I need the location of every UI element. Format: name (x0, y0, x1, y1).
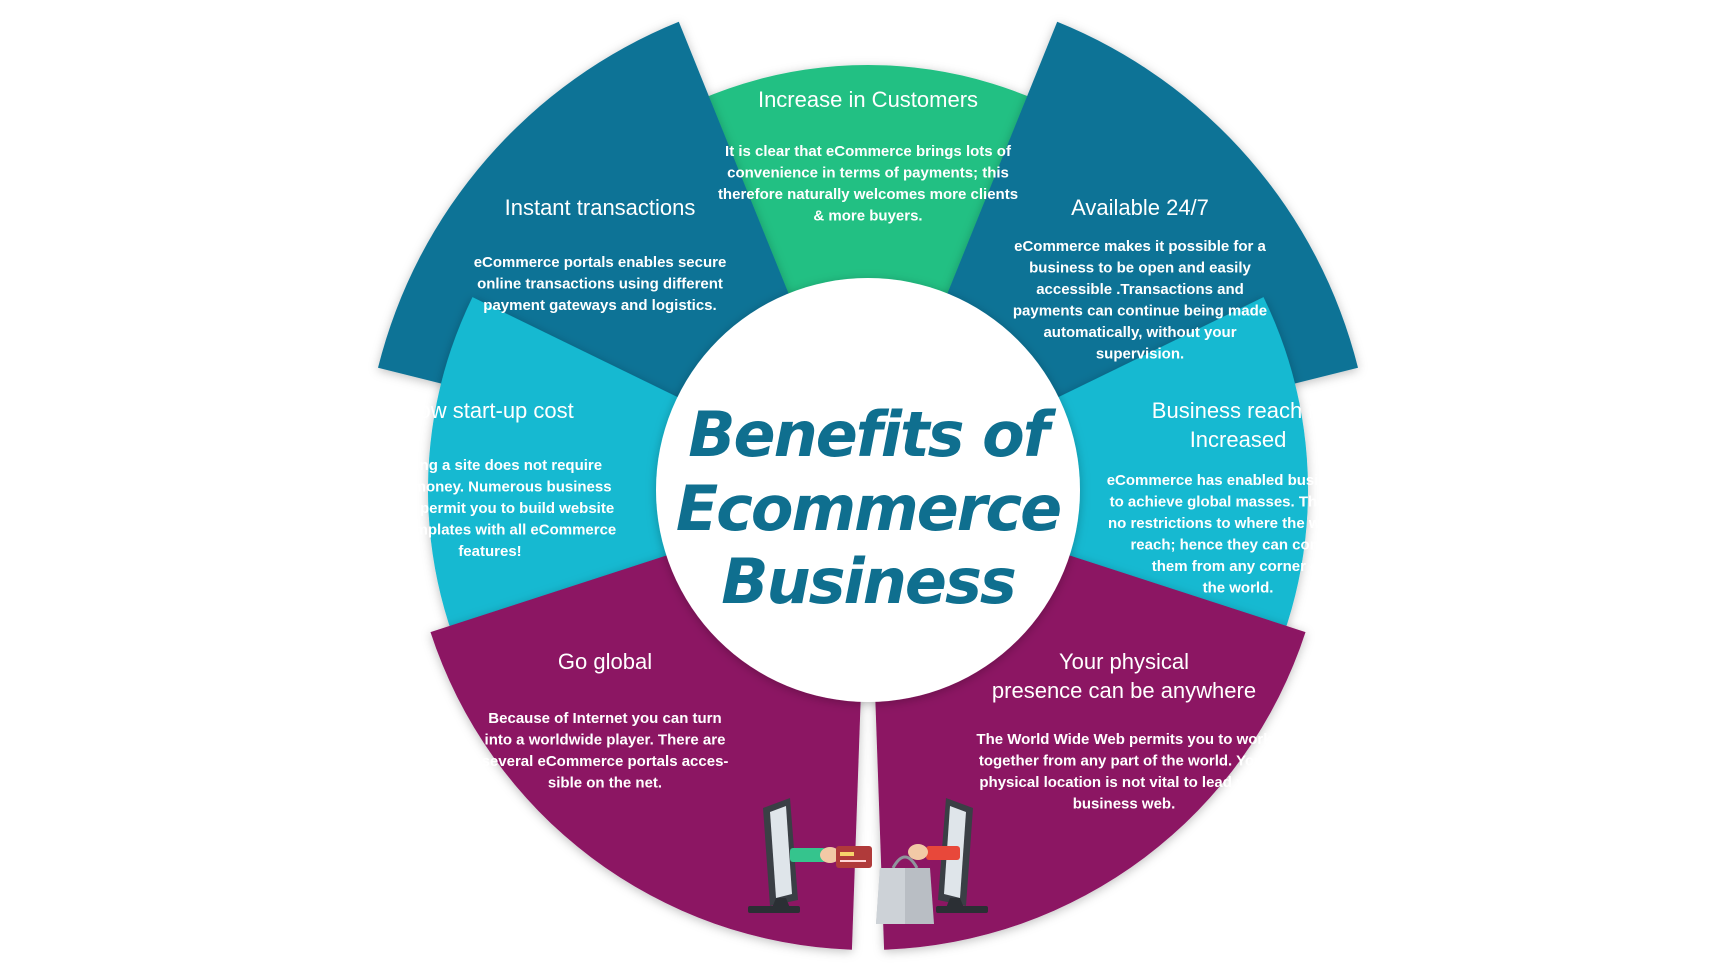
section-title: Business reach is (1152, 398, 1324, 423)
section-body-line: & more buyers. (813, 208, 922, 225)
section-instant-transactions: Instant transactions eCommerce portals en… (474, 195, 727, 314)
benefit-texts: Increase in Customers It is clear that eC… (364, 87, 1370, 813)
section-title: Go global (558, 649, 652, 674)
section-body-line: to achieve global masses. There are (1110, 494, 1367, 511)
section-body-line: into a worldwide player. There are (485, 732, 726, 749)
section-title: presence can be anywhere (992, 678, 1256, 703)
section-title: Increase in Customers (758, 87, 978, 112)
section-body-line: together from any part of the world. You… (979, 753, 1269, 770)
section-body-line: business to be open and easily (1029, 260, 1251, 277)
credit-card-icon (790, 846, 872, 868)
section-body-line: eCommerce portals enables secure (474, 254, 727, 271)
section-body-line: supervision. (1096, 346, 1184, 363)
center-title: Benefits of Ecommerce Business (676, 398, 1062, 618)
section-body-line: payments can continue being made (1013, 303, 1267, 320)
section-body-line: reach; hence they can contact (1130, 537, 1345, 554)
section-body-line: no restrictions to where the web can (1108, 515, 1368, 532)
section-body-line: features! (458, 543, 521, 560)
section-title: Instant transactions (505, 195, 696, 220)
section-increase-in-customers: Increase in Customers It is clear that eC… (718, 87, 1018, 225)
section-body-line: It is clear that eCommerce brings lots o… (725, 143, 1012, 160)
ecommerce-illustration (748, 798, 988, 924)
section-body-line: sible on the net. (548, 775, 662, 792)
section-body-line: accessible .Transactions and (1036, 281, 1244, 298)
section-title: Available 24/7 (1071, 195, 1209, 220)
center-circle (656, 278, 1080, 702)
section-business-reach: Business reach is Increased eCommerce has … (1107, 398, 1370, 597)
section-body-line: The World Wide Web permits you to work (976, 731, 1272, 748)
section-body-line: Because of Internet you can turn (488, 710, 721, 727)
section-body-line: payment gateways and logistics. (483, 297, 716, 314)
section-title: Low start-up cost (406, 398, 574, 423)
section-body-line: therefore naturally welcomes more client… (718, 186, 1018, 203)
section-body-line: the world. (1203, 580, 1274, 597)
section-body-line: physical location is not vital to lead y… (979, 774, 1268, 791)
computer-monitor-icon (748, 798, 800, 913)
section-body-line: them from any corner of (1152, 558, 1326, 575)
section-body-line: several eCommerce portals acces- (482, 753, 729, 770)
center-title-line-3: Business (721, 545, 1015, 618)
section-physical-presence: Your physical presence can be anywhereThe… (976, 649, 1272, 813)
section-available-24-7: Available 24/7 eCommerce makes it possibl… (1013, 195, 1267, 363)
center-title-line-2: Ecommerce (676, 472, 1060, 545)
shopping-bag-icon (876, 844, 960, 924)
section-title: Your physical (1059, 649, 1189, 674)
petal-increase-in-customers (630, 65, 1106, 490)
section-body-line: business web. (1073, 796, 1176, 813)
center-title-line-1: Benefits of (688, 398, 1056, 471)
section-title: Increased (1190, 427, 1287, 452)
section-body-line: much money. Numerous business (368, 479, 611, 496)
section-body-line: online transactions using different (477, 276, 723, 293)
section-body-line: convenience in terms of payments; this (727, 165, 1009, 182)
section-body-line: portals permit you to build website (366, 500, 614, 517)
section-body-line: eCommerce makes it possible for a (1014, 238, 1266, 255)
section-body-line: eCommerce has enabled businesses (1107, 472, 1370, 489)
section-body-line: from templates with all eCommerce (364, 522, 617, 539)
section-body-line: automatically, without your (1043, 324, 1236, 341)
section-body-line: Building a site does not require (378, 457, 602, 474)
